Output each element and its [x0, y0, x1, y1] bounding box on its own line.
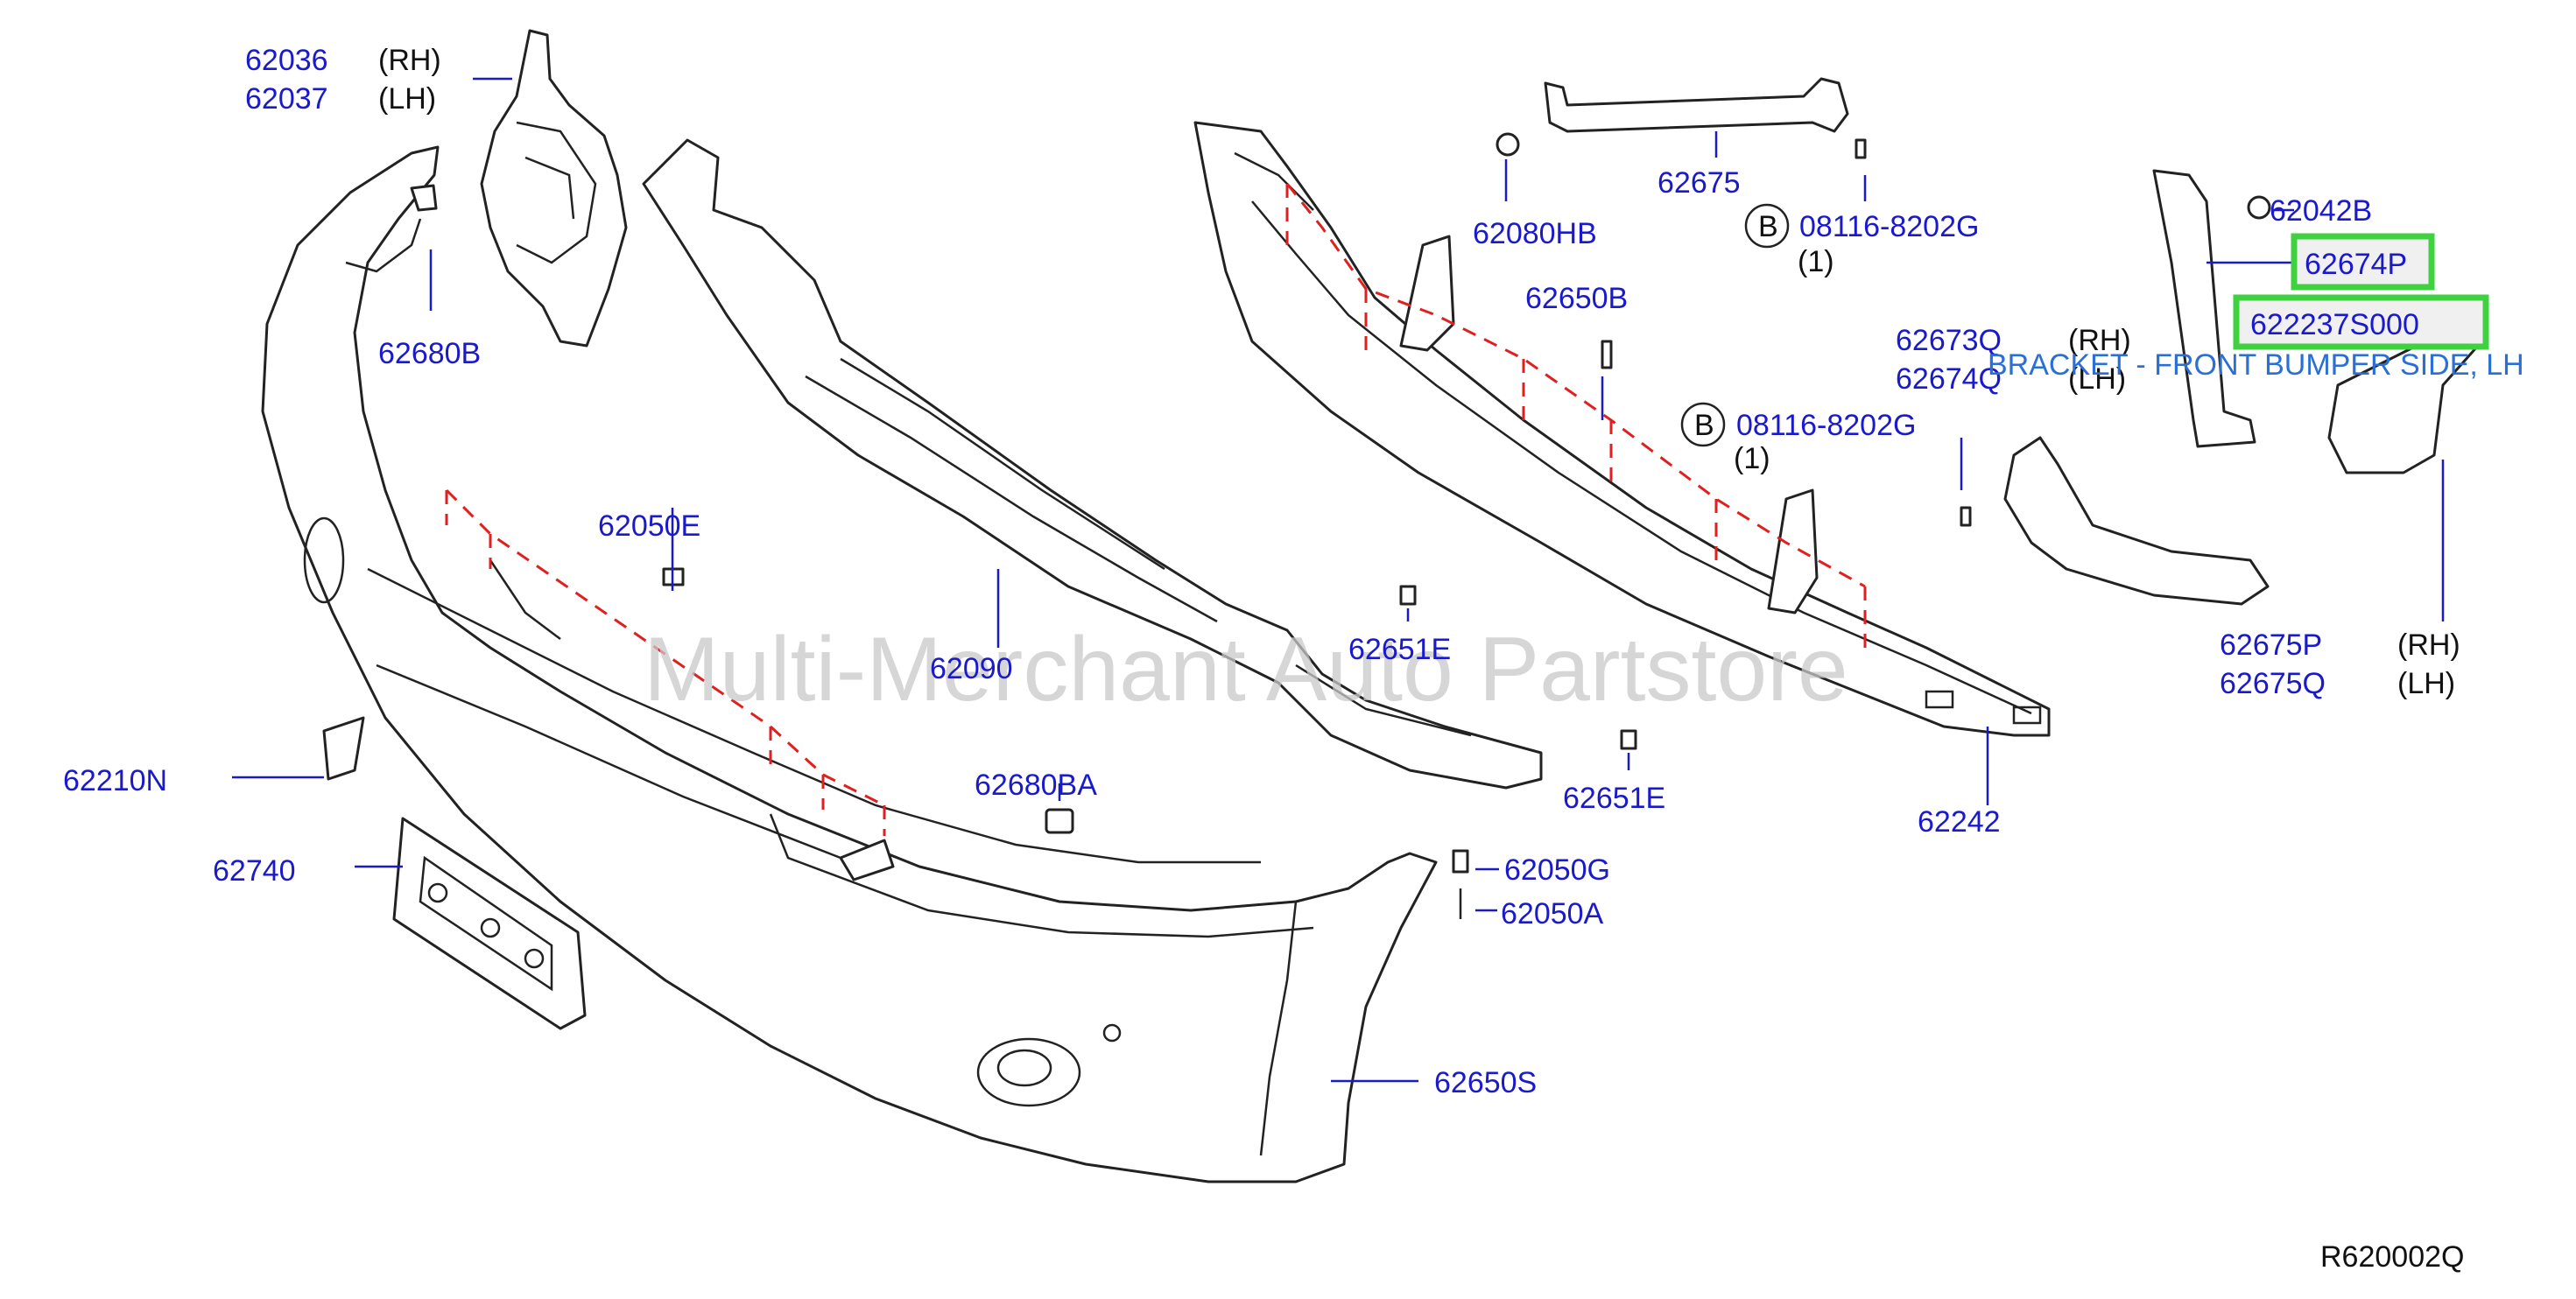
part-62210n[interactable]: 62210N — [63, 764, 167, 797]
side-rh-2: (RH) — [2068, 324, 2131, 357]
highlight-box-62674p — [2291, 233, 2435, 291]
part-62651e-1[interactable]: 62651E — [1348, 633, 1451, 666]
qty-1: (1) — [1798, 245, 1834, 278]
side-rh-3: (RH) — [2397, 628, 2460, 662]
bumper-fascia — [261, 145, 1438, 1183]
watermark: Multi-Merchant Auto Partstore — [644, 619, 1848, 720]
part-62042b[interactable]: 62042B — [2270, 194, 2372, 228]
part-62036[interactable]: 62036 — [245, 44, 328, 77]
part-62650s[interactable]: 62650S — [1434, 1066, 1537, 1099]
leader-lines — [232, 77, 2445, 1083]
part-62050g[interactable]: 62050G — [1504, 853, 1610, 887]
hover-tooltip: BRACKET - FRONT BUMPER SIDE, LH — [1988, 348, 2524, 382]
part-62675[interactable]: 62675 — [1658, 166, 1741, 200]
part-62080hb[interactable]: 62080HB — [1473, 217, 1597, 250]
part-62050a[interactable]: 62050A — [1501, 897, 1604, 930]
bolt-b-letter-1: B — [1758, 210, 1778, 243]
part-62680ba[interactable]: 62680BA — [975, 769, 1097, 802]
air-guide — [480, 29, 628, 348]
part-62050e[interactable]: 62050E — [598, 509, 700, 543]
line-art — [232, 29, 2480, 1183]
part-62242[interactable]: 62242 — [1918, 805, 2001, 839]
part-62740[interactable]: 62740 — [213, 854, 296, 888]
part-62674q[interactable]: 62674Q — [1896, 362, 2002, 396]
part-62037[interactable]: 62037 — [245, 82, 328, 116]
side-lh-3: (LH) — [2397, 667, 2455, 700]
part-622237s000[interactable]: 622237S000 — [2250, 308, 2419, 341]
upper-stay — [1544, 77, 1849, 133]
bolt-b-marker-2 — [1680, 402, 1726, 447]
bolt-b-letter-2: B — [1694, 409, 1714, 442]
side-rh: (RH) — [378, 44, 441, 77]
side-lh: (LH) — [378, 82, 436, 116]
part-62674p[interactable]: 62674P — [2305, 248, 2407, 281]
bumper-reinforcement — [1193, 121, 2051, 737]
part-62680b[interactable]: 62680B — [378, 337, 481, 370]
callouts: 62036 (RH) 62037 (LH) 62680B 62675 62080… — [63, 44, 2524, 1274]
part-62673q[interactable]: 62673Q — [1896, 324, 2002, 357]
side-brackets — [322, 132, 2480, 919]
part-62650b[interactable]: 62650B — [1525, 282, 1628, 315]
energy-absorber — [642, 138, 1543, 790]
bolt-b-marker-1 — [1744, 203, 1790, 249]
side-lh-2: (LH) — [2068, 362, 2126, 396]
part-62651e-2[interactable]: 62651E — [1563, 782, 1665, 815]
diagram-code: R620002Q — [2320, 1240, 2464, 1274]
part-08116-8202g-1[interactable]: 08116-8202G — [1799, 210, 1979, 243]
qty-2: (1) — [1734, 442, 1770, 475]
part-62675p[interactable]: 62675P — [2220, 628, 2322, 662]
part-62675q[interactable]: 62675Q — [2220, 667, 2326, 700]
lower-grille — [392, 817, 587, 1030]
part-62090[interactable]: 62090 — [930, 652, 1013, 685]
part-08116-8202g-2[interactable]: 08116-8202G — [1736, 409, 1916, 442]
highlight-box-622237s000 — [2233, 294, 2489, 350]
assembly-guides — [445, 183, 1867, 836]
